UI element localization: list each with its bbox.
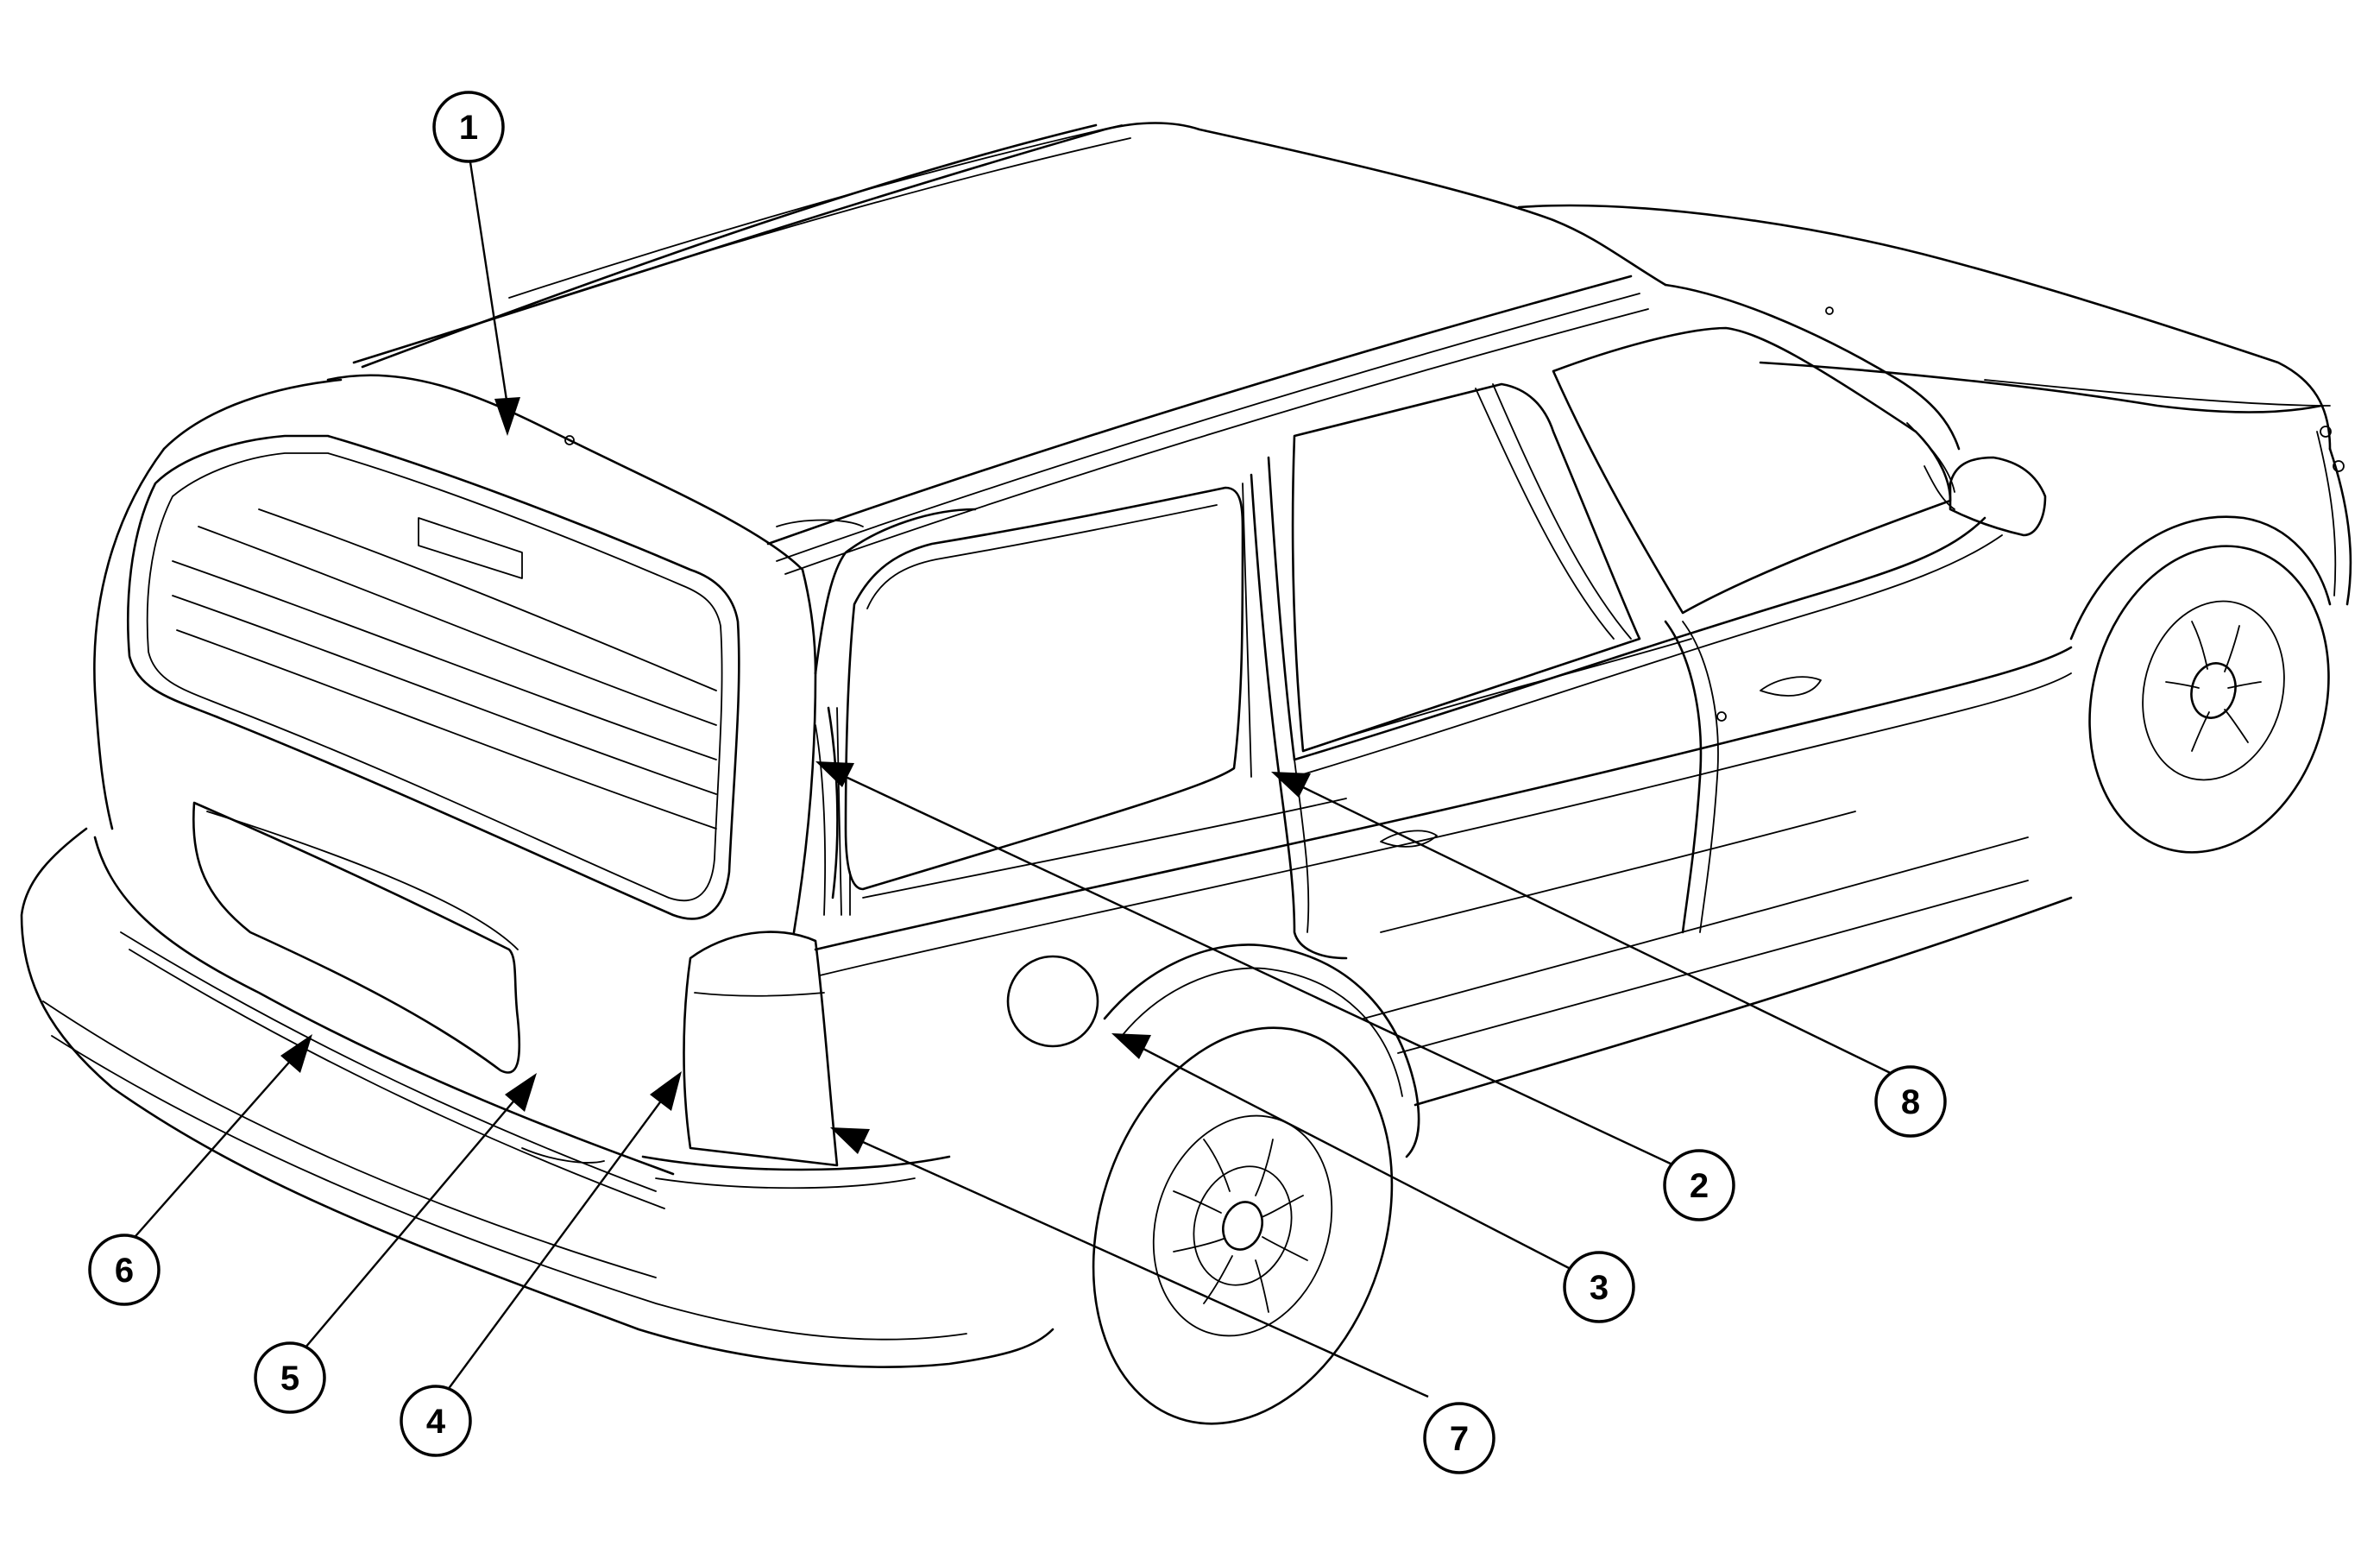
rear-door-window [1291, 382, 1641, 753]
callout-8-label: 8 [1901, 1083, 1920, 1121]
callout-3: 3 [1563, 1251, 1635, 1323]
callout-5-label: 5 [280, 1360, 299, 1398]
roof-outline [352, 122, 1667, 364]
roof-rail-right [766, 275, 1633, 546]
door-handle-front [1760, 676, 1822, 697]
callout-1: 1 [432, 91, 505, 163]
callout-4: 4 [400, 1385, 472, 1457]
rear-window [127, 434, 740, 920]
callout-6-label: 6 [115, 1252, 134, 1290]
callout-7: 7 [1423, 1402, 1495, 1474]
arrowhead-6 [280, 1034, 312, 1073]
roof-rail-left [361, 123, 1098, 369]
callout-4-label: 4 [426, 1403, 446, 1441]
front-wheel-hub [2190, 662, 2237, 719]
callout-7-label: 7 [1450, 1420, 1469, 1458]
callout-8: 8 [1874, 1065, 1947, 1138]
leader-7 [862, 1140, 1429, 1398]
arrowhead-8 [1271, 772, 1311, 798]
arrowhead-3 [1111, 1033, 1151, 1059]
callout-6: 6 [88, 1234, 161, 1306]
leader-6 [129, 1057, 294, 1244]
tail-lamp [683, 931, 839, 1167]
callout-2: 2 [1663, 1149, 1735, 1221]
windshield [1664, 283, 1961, 451]
license-plate-recess [192, 801, 521, 1074]
rear-wheel-cover-vents [1173, 1139, 1308, 1313]
leader-2 [845, 775, 1675, 1167]
front-wheel-arch [2069, 515, 2332, 641]
front-wheel-cover-vents [2165, 621, 2262, 752]
rear-wheel-hub [1222, 1201, 1263, 1251]
rear-wheel-tire [1092, 1026, 1394, 1425]
vehicle-body-outline [20, 122, 2352, 1425]
rear-door-seam [1275, 758, 1348, 960]
leader-3 [1143, 1047, 1571, 1271]
hood-outline [1517, 204, 2332, 451]
arrowhead-1 [494, 397, 520, 436]
callout-2-label: 2 [1690, 1167, 1709, 1205]
callout-1-label: 1 [459, 109, 478, 147]
rear-wheel-arch [1103, 943, 1420, 1158]
callout-3-label: 3 [1590, 1269, 1609, 1307]
arrowhead-7 [830, 1127, 870, 1154]
callout-5: 5 [254, 1341, 326, 1414]
callout-leaders [129, 161, 1904, 1401]
arrowhead-4 [650, 1071, 682, 1111]
front-wheel-tire [2088, 545, 2330, 854]
high-mount-stop-light [418, 517, 523, 579]
leader-4 [439, 1095, 665, 1401]
arrowhead-5 [505, 1073, 537, 1112]
leader-8 [1302, 786, 1904, 1081]
rear-bumper [20, 827, 1055, 1368]
arrowhead-2 [815, 761, 854, 787]
rear-quarter-window [844, 486, 1244, 891]
fuel-filler-door [1006, 955, 1099, 1048]
front-door-seam [1664, 620, 1703, 934]
side-mirror [1949, 456, 2047, 537]
leader-1 [469, 161, 509, 407]
leader-5 [299, 1095, 519, 1354]
